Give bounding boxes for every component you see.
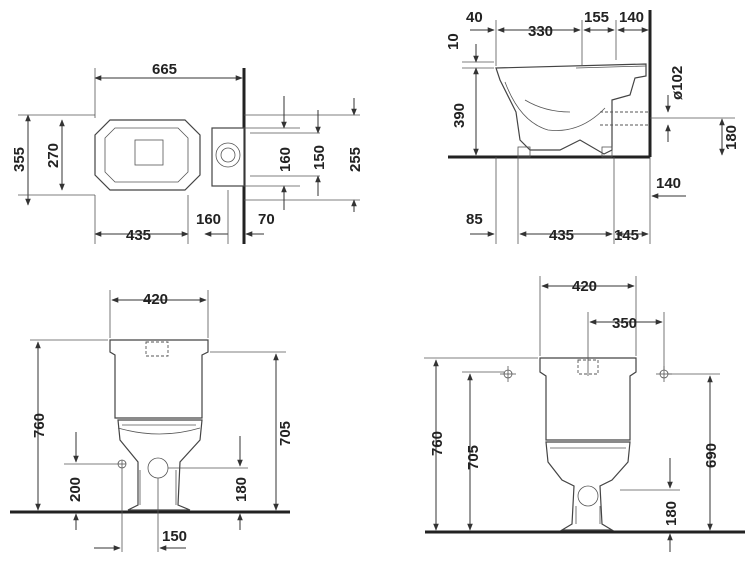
dim-fixing-spacing: 350: [612, 315, 637, 332]
dim-seat-width: 270: [45, 143, 62, 168]
dim-tank-width: 420: [143, 291, 168, 308]
top-view: 665 355 270 435 160 70 160 150: [11, 61, 364, 244]
dim-overall-length: 665: [152, 61, 177, 78]
dim-tank-inner: 160: [277, 147, 294, 172]
dim-lip-offset: 40: [466, 9, 483, 26]
side-view: 40 330 155 140 10 390 ø102 180 140 85 43…: [445, 9, 740, 244]
dim-tank-depth: 160: [196, 211, 221, 228]
tank-outline: [211, 127, 245, 187]
dim-inlet-height: 200: [67, 477, 84, 502]
dim-wall-offset: 140: [619, 9, 644, 26]
dim-fixing-height: 690: [703, 443, 720, 468]
dim-base-length: 435: [549, 227, 574, 244]
dim-rim-thickness: 10: [445, 33, 462, 50]
dim-rim-height: 390: [451, 103, 468, 128]
dim-tank-top-height-2: 705: [465, 445, 482, 470]
dim-tank-top-height: 705: [277, 421, 294, 446]
flush-valve-inner: [220, 147, 236, 163]
dim-total-height: 760: [31, 413, 48, 438]
dim-front-clearance: 85: [466, 211, 483, 228]
dim-outlet-height: 180: [233, 477, 250, 502]
flush-valve-circle: [215, 142, 241, 168]
dim-outlet-height: 180: [723, 125, 740, 150]
dim-wall-gap: 70: [258, 211, 275, 228]
dim-tank-outer: 150: [311, 145, 328, 170]
seat-hinge: [134, 139, 164, 166]
front-view: 420 760 705 200 180 150: [10, 290, 294, 552]
dim-tank-width-2: 420: [572, 278, 597, 295]
dim-outlet-height-2: 180: [663, 501, 680, 526]
dim-outlet-axis: 330: [528, 23, 553, 40]
dim-inlet-offset: 150: [162, 528, 187, 545]
dim-pan-length: 435: [126, 227, 151, 244]
seat-outline: [104, 127, 189, 183]
dim-overall-width: 355: [11, 147, 28, 172]
tank-side: [539, 357, 637, 441]
side-view-2: 420 350 760 705 690 180: [424, 276, 745, 552]
bowl-profile: [495, 63, 647, 155]
bowl-front: [117, 419, 203, 511]
dim-outlet-diameter: ø102: [669, 66, 686, 100]
tank-front: [109, 339, 209, 419]
flush-button: [145, 341, 169, 357]
dim-base-to-wall: 145: [614, 227, 639, 244]
dim-outlet-floor-offset: 140: [656, 175, 681, 192]
dim-outlet-to-wall: 155: [584, 9, 609, 26]
bowl-outline: [94, 119, 201, 191]
dim-tank-width: 255: [347, 147, 364, 172]
dim-total-height-2: 760: [429, 431, 446, 456]
